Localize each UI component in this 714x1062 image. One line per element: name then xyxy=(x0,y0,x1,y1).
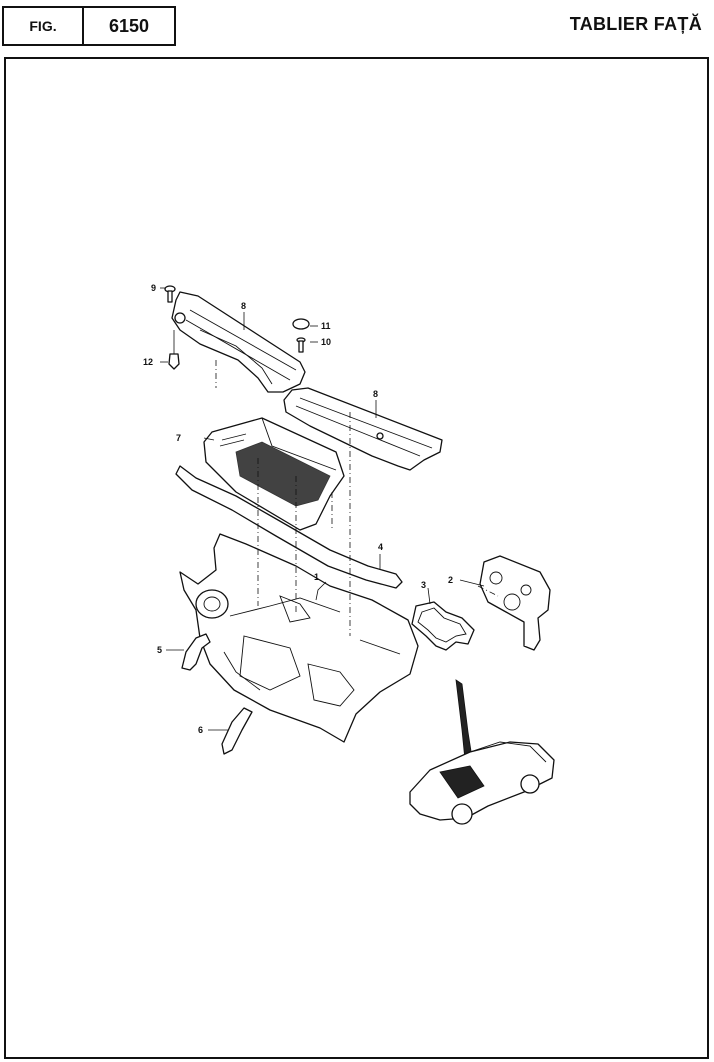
figure-box: FIG. 6150 xyxy=(2,6,176,46)
part-8-left-cowl xyxy=(171,291,306,393)
part-6-hose xyxy=(221,707,253,755)
callout-11: 11 xyxy=(321,321,331,331)
figure-label: FIG. xyxy=(4,8,84,44)
part-12-clip xyxy=(168,330,180,370)
part-7-grille xyxy=(203,417,345,531)
alignment-lines xyxy=(215,360,499,636)
callout-labels: 1 2 3 4 5 6 7 8 8 9 10 11 12 xyxy=(143,283,453,735)
callout-2: 2 xyxy=(448,575,453,585)
part-1-bulkhead xyxy=(179,533,419,743)
page-title: TABLIER FAȚĂ xyxy=(569,14,702,34)
callout-1: 1 xyxy=(314,572,319,582)
callout-8-right: 8 xyxy=(373,389,378,399)
callout-6: 6 xyxy=(198,725,203,735)
callout-12: 12 xyxy=(143,357,153,367)
part-3-gasket xyxy=(411,601,475,651)
vehicle-locator-illustration xyxy=(409,679,555,825)
callout-5: 5 xyxy=(157,645,162,655)
callout-4: 4 xyxy=(378,542,383,552)
part-8-right-cowl xyxy=(283,387,443,471)
callout-8-left: 8 xyxy=(241,301,246,311)
callout-9: 9 xyxy=(151,283,156,293)
callout-3: 3 xyxy=(421,580,426,590)
part-9-clip xyxy=(164,285,176,303)
callout-7: 7 xyxy=(176,433,181,443)
part-5-hose xyxy=(181,633,211,671)
part-2-cover xyxy=(479,555,551,651)
drawing-frame xyxy=(4,57,709,1059)
part-4-seal xyxy=(175,465,403,589)
figure-number: 6150 xyxy=(108,15,150,36)
callout-10: 10 xyxy=(321,337,331,347)
part-11-cap xyxy=(292,318,310,330)
part-10-screw xyxy=(296,337,306,353)
leader-lines xyxy=(160,287,485,731)
